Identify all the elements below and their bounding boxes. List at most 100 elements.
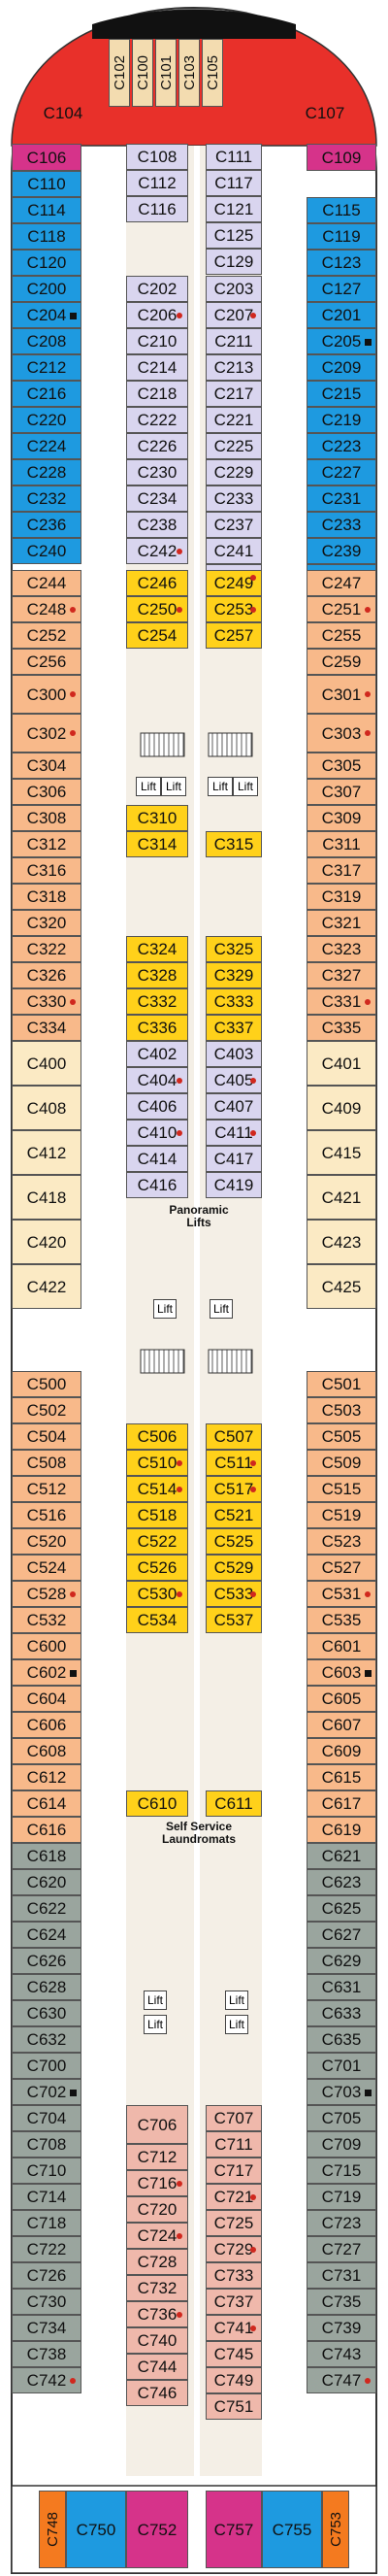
cabin-c218[interactable]: C218: [126, 381, 188, 407]
cabin-c507[interactable]: C507: [206, 1423, 262, 1450]
cabin-c232[interactable]: C232: [12, 485, 81, 512]
cabin-c203[interactable]: C203: [206, 276, 262, 302]
cabin-c501[interactable]: C501: [307, 1371, 376, 1397]
cabin-c110[interactable]: C110: [12, 171, 81, 197]
cabin-c318[interactable]: C318: [12, 884, 81, 910]
cabin-c404[interactable]: C404: [126, 1067, 188, 1093]
cabin-c309[interactable]: C309: [307, 805, 376, 831]
cabin-c333[interactable]: C333: [206, 988, 262, 1015]
cabin-c516[interactable]: C516: [12, 1502, 81, 1528]
cabin-c233[interactable]: C233: [206, 485, 262, 512]
cabin-c246[interactable]: C246: [126, 570, 188, 596]
cabin-c222[interactable]: C222: [126, 407, 188, 433]
cabin-c326[interactable]: C326: [12, 962, 81, 988]
cabin-c308[interactable]: C308: [12, 805, 81, 831]
cabin-c327[interactable]: C327: [307, 962, 376, 988]
cabin-c205[interactable]: C205: [307, 328, 376, 354]
cabin-c732[interactable]: C732: [126, 2275, 188, 2301]
cabin-c241[interactable]: C241: [206, 538, 262, 564]
cabin-c104[interactable]: C104: [29, 93, 97, 132]
cabin-c335[interactable]: C335: [307, 1015, 376, 1041]
cabin-c219[interactable]: C219: [307, 407, 376, 433]
cabin-c731[interactable]: C731: [307, 2262, 376, 2289]
cabin-c711[interactable]: C711: [206, 2131, 262, 2158]
cabin-c632[interactable]: C632: [12, 2026, 81, 2053]
cabin-c510[interactable]: C510: [126, 1450, 188, 1476]
cabin-c336[interactable]: C336: [126, 1015, 188, 1041]
cabin-c730[interactable]: C730: [12, 2289, 81, 2315]
cabin-c400[interactable]: C400: [12, 1041, 81, 1086]
cabin-c108[interactable]: C108: [126, 144, 188, 170]
cabin-c708[interactable]: C708: [12, 2131, 81, 2158]
cabin-c100[interactable]: C100: [132, 39, 153, 107]
cabin-c615[interactable]: C615: [307, 1764, 376, 1790]
cabin-c608[interactable]: C608: [12, 1738, 81, 1764]
cabin-c520[interactable]: C520: [12, 1528, 81, 1555]
cabin-c529[interactable]: C529: [206, 1555, 262, 1581]
cabin-c710[interactable]: C710: [12, 2158, 81, 2184]
cabin-c509[interactable]: C509: [307, 1450, 376, 1476]
cabin-c740[interactable]: C740: [126, 2327, 188, 2354]
cabin-c109[interactable]: C109: [307, 144, 376, 171]
cabin-c741[interactable]: C741: [206, 2315, 262, 2341]
cabin-c402[interactable]: C402: [126, 1041, 188, 1067]
cabin-c425[interactable]: C425: [307, 1264, 376, 1309]
cabin-c407[interactable]: C407: [206, 1093, 262, 1120]
cabin-c237[interactable]: C237: [206, 512, 262, 538]
cabin-c418[interactable]: C418: [12, 1175, 81, 1220]
cabin-c414[interactable]: C414: [126, 1146, 188, 1172]
cabin-c737[interactable]: C737: [206, 2289, 262, 2315]
cabin-c322[interactable]: C322: [12, 936, 81, 962]
cabin-c230[interactable]: C230: [126, 459, 188, 485]
cabin-c323[interactable]: C323: [307, 936, 376, 962]
cabin-c512[interactable]: C512: [12, 1476, 81, 1502]
cabin-c212[interactable]: C212: [12, 354, 81, 381]
cabin-c527[interactable]: C527: [307, 1555, 376, 1581]
cabin-c408[interactable]: C408: [12, 1086, 81, 1130]
cabin-c300[interactable]: C300: [12, 675, 81, 714]
cabin-c225[interactable]: C225: [206, 433, 262, 459]
cabin-c526[interactable]: C526: [126, 1555, 188, 1581]
cabin-c101[interactable]: C101: [155, 39, 177, 107]
cabin-c220[interactable]: C220: [12, 407, 81, 433]
cabin-c332[interactable]: C332: [126, 988, 188, 1015]
cabin-c601[interactable]: C601: [307, 1633, 376, 1659]
cabin-c720[interactable]: C720: [126, 2196, 188, 2223]
cabin-c304[interactable]: C304: [12, 753, 81, 779]
cabin-c719[interactable]: C719: [307, 2184, 376, 2210]
cabin-c412[interactable]: C412: [12, 1130, 81, 1175]
cabin-c502[interactable]: C502: [12, 1397, 81, 1423]
cabin-c743[interactable]: C743: [307, 2341, 376, 2367]
cabin-c704[interactable]: C704: [12, 2105, 81, 2131]
cabin-c234[interactable]: C234: [126, 485, 188, 512]
cabin-c629[interactable]: C629: [307, 1948, 376, 1974]
cabin-c739[interactable]: C739: [307, 2315, 376, 2341]
cabin-c532[interactable]: C532: [12, 1607, 81, 1633]
cabin-c209[interactable]: C209: [307, 354, 376, 381]
cabin-c238[interactable]: C238: [126, 512, 188, 538]
cabin-c301[interactable]: C301: [307, 675, 376, 714]
cabin-c254[interactable]: C254: [126, 622, 188, 649]
cabin-c213[interactable]: C213: [206, 354, 262, 381]
cabin-c215[interactable]: C215: [307, 381, 376, 407]
cabin-c415[interactable]: C415: [307, 1130, 376, 1175]
cabin-c617[interactable]: C617: [307, 1790, 376, 1817]
cabin-c515[interactable]: C515: [307, 1476, 376, 1502]
cabin-c505[interactable]: C505: [307, 1423, 376, 1450]
cabin-c747[interactable]: C747: [307, 2367, 376, 2393]
cabin-c417[interactable]: C417: [206, 1146, 262, 1172]
cabin-c111[interactable]: C111: [206, 144, 262, 170]
cabin-c705[interactable]: C705: [307, 2105, 376, 2131]
cabin-c631[interactable]: C631: [307, 1974, 376, 2000]
cabin-c749[interactable]: C749: [206, 2367, 262, 2393]
cabin-c221[interactable]: C221: [206, 407, 262, 433]
cabin-c725[interactable]: C725: [206, 2210, 262, 2236]
cabin-c727[interactable]: C727: [307, 2236, 376, 2262]
cabin-c757[interactable]: C757: [206, 2491, 262, 2568]
cabin-c208[interactable]: C208: [12, 328, 81, 354]
cabin-c700[interactable]: C700: [12, 2053, 81, 2079]
cabin-c723[interactable]: C723: [307, 2210, 376, 2236]
cabin-c623[interactable]: C623: [307, 1869, 376, 1895]
cabin-c712[interactable]: C712: [126, 2144, 188, 2170]
cabin-c210[interactable]: C210: [126, 328, 188, 354]
